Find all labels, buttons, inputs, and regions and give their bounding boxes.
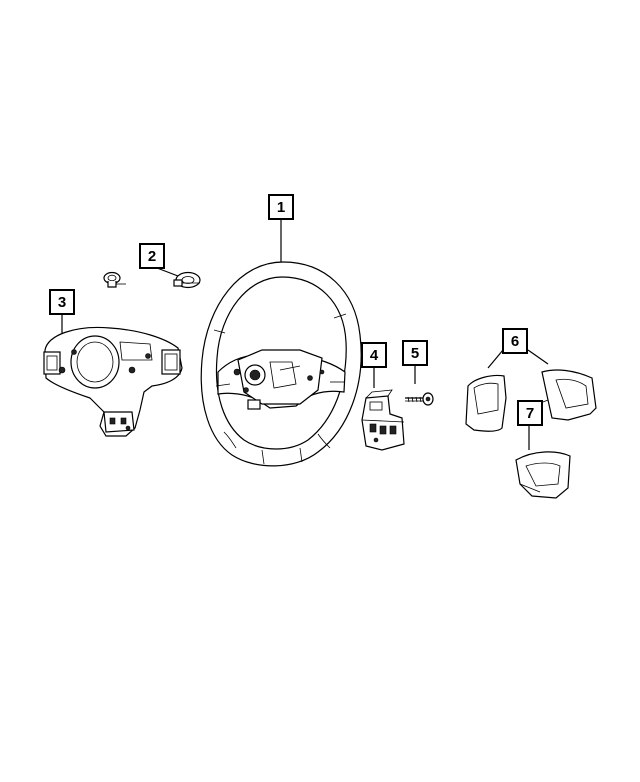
part-4-switch-bracket (361, 389, 405, 451)
part-2-fasteners (103, 271, 201, 289)
leader-line-2 (156, 267, 179, 277)
leader-lines (61, 220, 549, 450)
part-3-rear-cover (43, 326, 183, 437)
callout-6: 6 (502, 328, 528, 354)
callout-1: 1 (268, 194, 294, 220)
part-7-lower-bezel (515, 451, 571, 499)
callout-3: 3 (49, 289, 75, 315)
callout-5: 5 (402, 340, 428, 366)
part-6-switch-bezels (465, 369, 597, 432)
part-5-screw (405, 392, 434, 406)
callout-4: 4 (361, 342, 387, 368)
part-1-steering-wheel (200, 261, 362, 467)
callout-7: 7 (517, 400, 543, 426)
leader-line-6a (487, 349, 504, 369)
callout-2: 2 (139, 243, 165, 269)
leader-line-6b (527, 349, 549, 365)
